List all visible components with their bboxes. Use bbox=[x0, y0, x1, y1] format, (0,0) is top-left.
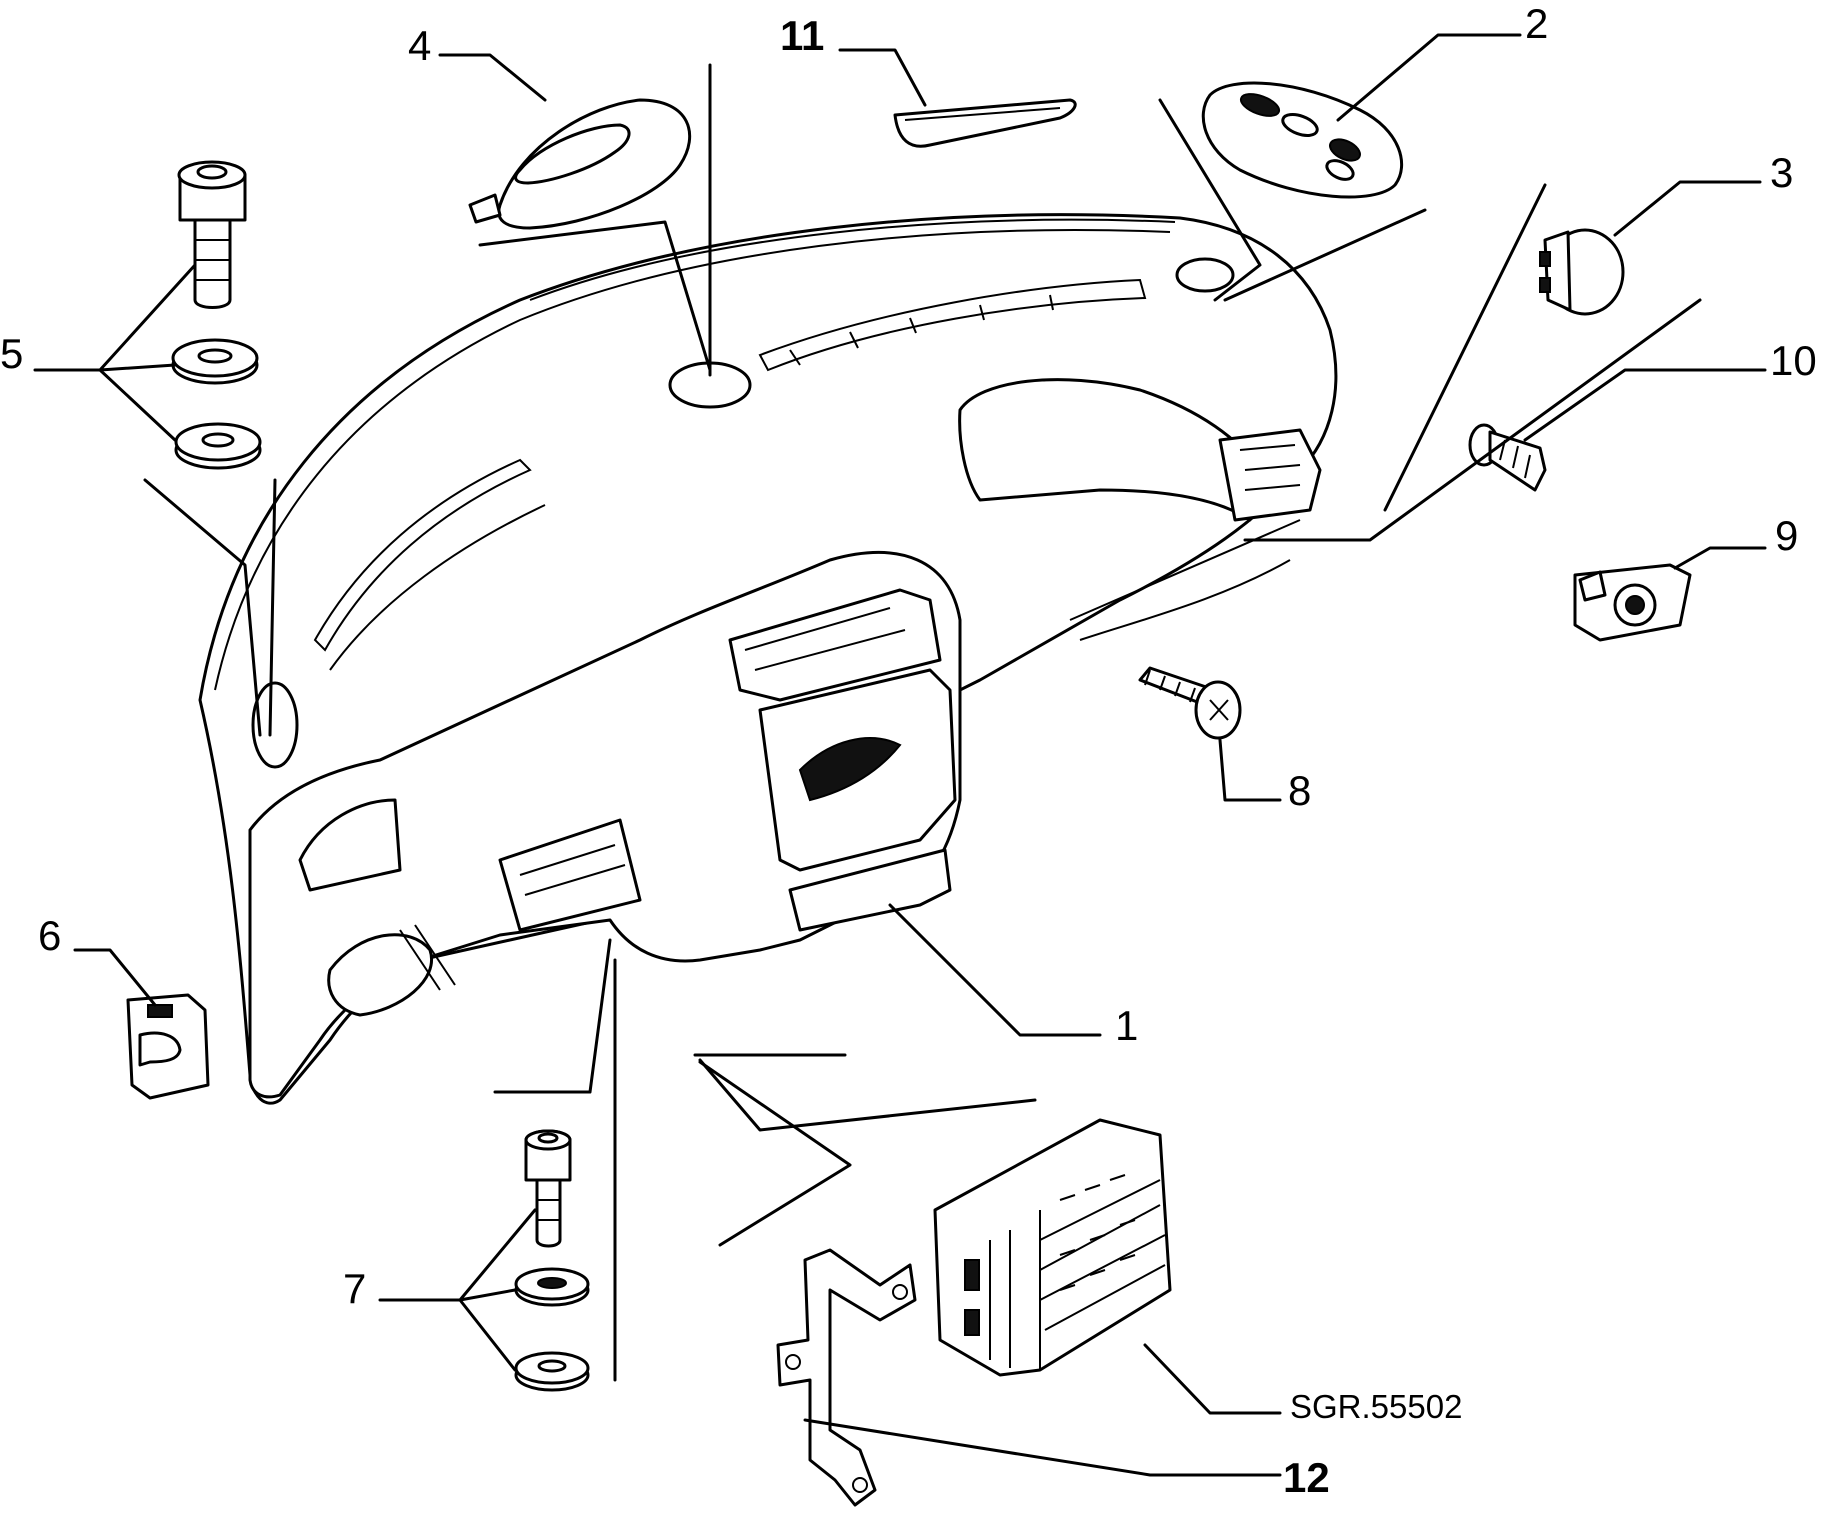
clip bbox=[126, 993, 210, 1100]
leader-lines bbox=[33, 33, 1767, 1477]
screw-and-washers-upper bbox=[171, 160, 262, 470]
screw-small bbox=[1468, 423, 1547, 492]
switch-panel bbox=[1201, 81, 1404, 199]
callout-8: 8 bbox=[1288, 767, 1311, 814]
mounting-bracket bbox=[776, 1248, 917, 1507]
screw-and-washers-lower bbox=[514, 1129, 590, 1392]
callout-4: 4 bbox=[408, 22, 431, 69]
trim-strip bbox=[893, 98, 1077, 148]
callout-2: 2 bbox=[1525, 0, 1548, 47]
callout-10: 10 bbox=[1770, 337, 1817, 384]
callout-9: 9 bbox=[1775, 512, 1798, 559]
speaker-grille bbox=[468, 98, 692, 230]
bracket-clip bbox=[1573, 563, 1692, 642]
callout-1: 1 bbox=[1115, 1002, 1138, 1049]
round-cap bbox=[1539, 228, 1625, 316]
callout-11: 11 bbox=[780, 12, 824, 59]
fuse-box bbox=[933, 1118, 1172, 1377]
callout-6: 6 bbox=[38, 912, 61, 959]
reference-code: SGR.55502 bbox=[1290, 1388, 1462, 1425]
tapping-screw bbox=[1138, 666, 1242, 740]
callout-7: 7 bbox=[343, 1265, 366, 1312]
callout-5: 5 bbox=[0, 330, 23, 377]
dashboard-panel bbox=[198, 213, 1338, 1105]
callout-12: 12 bbox=[1283, 1454, 1330, 1501]
callout-3: 3 bbox=[1770, 149, 1793, 196]
